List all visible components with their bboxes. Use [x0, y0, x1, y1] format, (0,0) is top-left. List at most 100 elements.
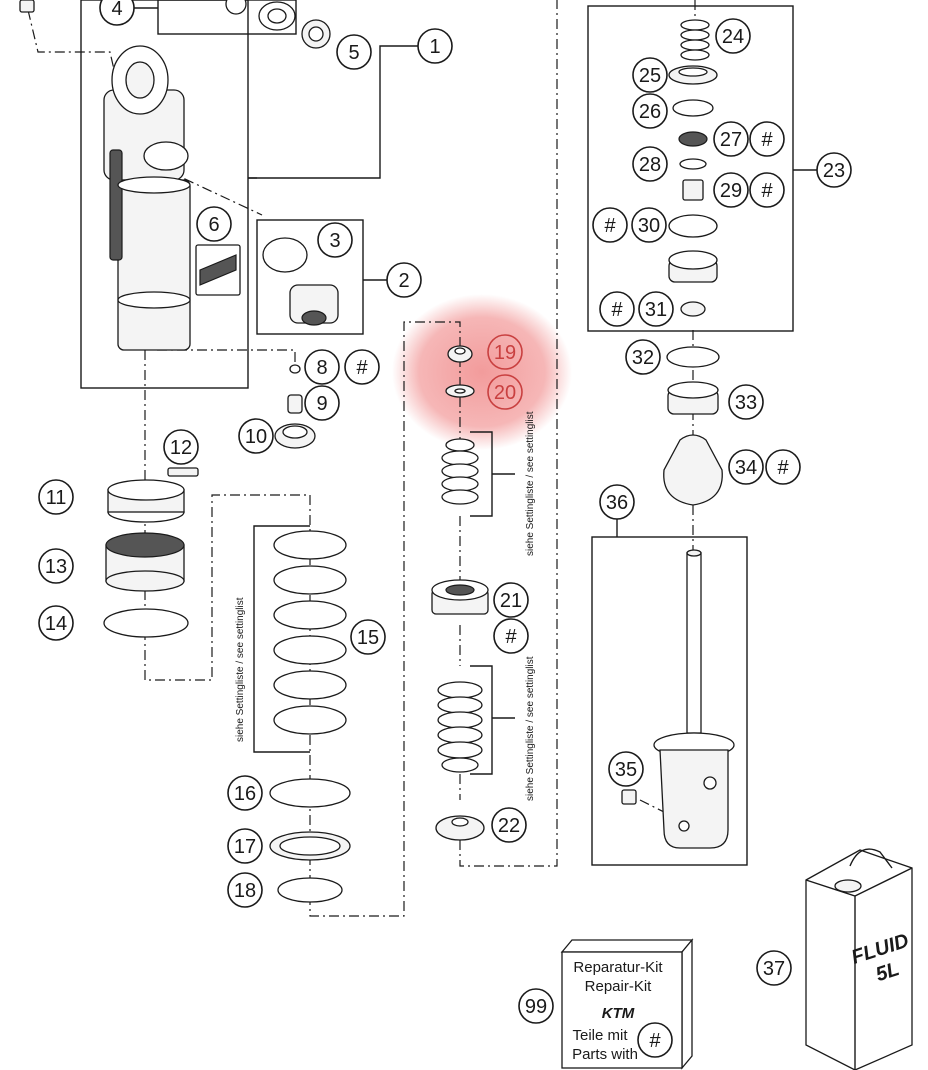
callout-25: 25 [632, 57, 668, 93]
callout-label-19: 19 [494, 342, 516, 364]
highlight-area [392, 294, 572, 450]
repair-kit-line1: Reparatur-Kit [573, 959, 663, 976]
hash-8-symbol: # [356, 357, 368, 379]
callout-label-16: 16 [234, 783, 256, 805]
callout-22: 22 [491, 807, 527, 843]
callout-9: 9 [304, 385, 340, 421]
callout-label-28: 28 [639, 154, 661, 176]
hash-29-symbol: # [761, 180, 773, 202]
callout-15: 15 [350, 619, 386, 655]
callout-label-35: 35 [615, 759, 637, 781]
callout-3: 3 [317, 222, 353, 258]
callout-label-4: 4 [111, 0, 122, 20]
callout-label-36: 36 [606, 492, 628, 514]
callout-8: 8 [304, 349, 340, 385]
callout-label-17: 17 [234, 836, 256, 858]
hash-30-marker: # [592, 207, 628, 243]
hash-34-marker: # [765, 449, 801, 485]
callout-14: 14 [38, 605, 74, 641]
callout-label-9: 9 [316, 393, 327, 415]
callout-label-15: 15 [357, 627, 379, 649]
callout-18: 18 [227, 872, 263, 908]
callout-label-27: 27 [720, 129, 742, 151]
hash-27-marker: # [749, 121, 785, 157]
callout-label-5: 5 [348, 42, 359, 64]
callout-label-8: 8 [316, 357, 327, 379]
callout-31: 31 [638, 291, 674, 327]
callout-label-14: 14 [45, 613, 67, 635]
hash-34-symbol: # [777, 457, 789, 479]
callout-10: 10 [238, 418, 274, 454]
callout-label-12: 12 [170, 437, 192, 459]
callout-26: 26 [632, 93, 668, 129]
callout-12: 12 [163, 429, 199, 465]
repair-kit-box: Reparatur-Kit Repair-Kit KTM Teile mit P… [560, 938, 694, 1070]
callout-label-22: 22 [498, 815, 520, 837]
callout-label-30: 30 [638, 215, 660, 237]
callout-34: 34 [728, 449, 764, 485]
callout-29: 29 [713, 172, 749, 208]
callout-36: 36 [599, 484, 635, 520]
hash-29-marker: # [749, 172, 785, 208]
callout-label-99: 99 [525, 996, 547, 1018]
callout-label-1: 1 [429, 36, 440, 58]
callout-32: 32 [625, 339, 661, 375]
hash-31-marker: # [599, 291, 635, 327]
callout-label-23: 23 [823, 160, 845, 182]
callout-4: 4 [99, 0, 135, 26]
hash-21-marker: # [493, 618, 529, 654]
callout-label-24: 24 [722, 26, 744, 48]
callout-label-10: 10 [245, 426, 267, 448]
repair-kit-line4: Parts with [572, 1046, 638, 1063]
repair-kit-line2: Repair-Kit [585, 978, 653, 995]
callout-24: 24 [715, 18, 751, 54]
hash-99-symbol: # [649, 1030, 661, 1052]
callout-1: 1 [417, 28, 453, 64]
callout-label-31: 31 [645, 299, 667, 321]
callout-17: 17 [227, 828, 263, 864]
callout-27: 27 [713, 121, 749, 157]
hash-30-symbol: # [604, 215, 616, 237]
callout-label-20: 20 [494, 382, 516, 404]
ktm-logo: KTM [602, 1005, 635, 1022]
setting-notes: siehe Settingliste / see settinglist sie… [235, 411, 536, 801]
callout-19: 19 [487, 334, 523, 370]
callout-2: 2 [386, 262, 422, 298]
hash-99-marker: # [637, 1022, 673, 1058]
setting-note-15: siehe Settingliste / see settinglist [235, 597, 246, 742]
callout-label-37: 37 [763, 958, 785, 980]
callout-label-11: 11 [46, 487, 67, 509]
callout-35: 35 [608, 751, 644, 787]
hash-markers-layer: # # # # # # # # [344, 121, 801, 1058]
callout-label-29: 29 [720, 180, 742, 202]
callout-23: 23 [816, 152, 852, 188]
callout-label-3: 3 [329, 230, 340, 252]
part-drawings [19, 0, 913, 1070]
callout-21: 21 [493, 582, 529, 618]
callout-label-26: 26 [639, 101, 661, 123]
callout-28: 28 [632, 146, 668, 182]
callout-label-21: 21 [500, 590, 522, 612]
callout-label-25: 25 [639, 65, 661, 87]
callout-99: 99 [518, 988, 554, 1024]
hash-21-symbol: # [505, 626, 517, 648]
callout-label-33: 33 [735, 392, 757, 414]
callout-label-34: 34 [735, 457, 757, 479]
callout-label-6: 6 [208, 214, 219, 236]
callout-label-18: 18 [234, 880, 256, 902]
callout-label-32: 32 [632, 347, 654, 369]
callout-label-13: 13 [45, 556, 67, 578]
callout-30: 30 [631, 207, 667, 243]
setting-note-upper: siehe Settingliste / see settinglist [525, 411, 536, 556]
hash-27-symbol: # [761, 129, 773, 151]
setting-note-lower: siehe Settingliste / see settinglist [525, 656, 536, 801]
callout-37: 37 [756, 950, 792, 986]
callout-11: 11 [38, 479, 74, 515]
callout-label-2: 2 [398, 270, 409, 292]
hash-8-marker: # [344, 349, 380, 385]
callout-20: 20 [487, 374, 523, 410]
callout-33: 33 [728, 384, 764, 420]
repair-kit-line3: Teile mit [572, 1027, 628, 1044]
